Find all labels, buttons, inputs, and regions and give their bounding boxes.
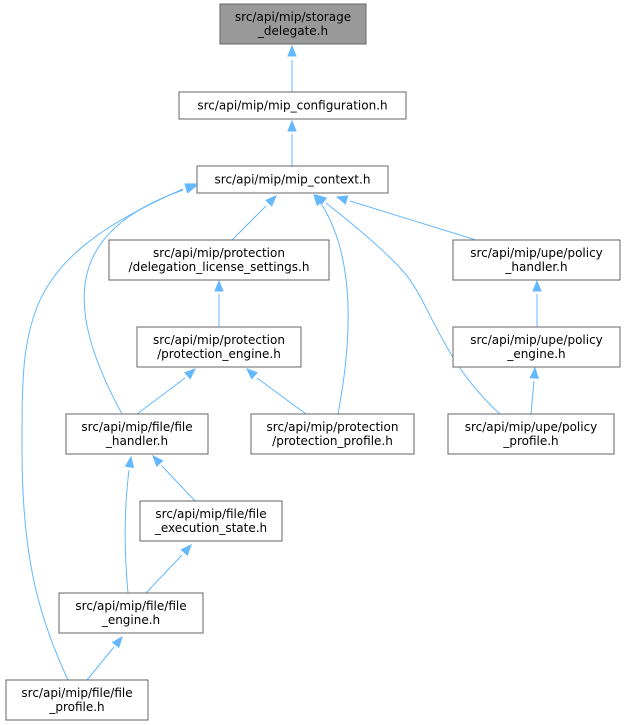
edge-upe-policy-engine-to-upe-policy-handler (532, 279, 542, 327)
edge-file-handler-to-protection-engine (136, 368, 197, 415)
edge-file-profile-to-file-engine (86, 635, 123, 681)
node-label-line: /delegation_license_settings.h (129, 260, 310, 274)
node-box (108, 239, 330, 281)
arrowhead (111, 635, 123, 649)
edge-line (145, 554, 183, 594)
arrowhead (314, 194, 328, 206)
arrowhead (245, 368, 258, 380)
edge-line (325, 202, 501, 415)
node-label-line: src/api/mip/upe/policy (470, 333, 603, 347)
node-box (452, 239, 621, 281)
node-label-line: src/api/mip/upe/policy (465, 420, 598, 434)
arrowhead (180, 543, 192, 556)
edge-file-engine-to-file-execution-state (145, 543, 192, 594)
node-label-line: _profile.h (502, 434, 558, 448)
edge-protection-engine-to-delegation-license-settings (214, 279, 224, 327)
node-label-line: _delegate.h (257, 24, 328, 38)
node-label-line: src/api/mip/file/file (81, 420, 192, 434)
node-label-line: _profile.h (48, 700, 104, 714)
node-box (58, 592, 204, 634)
node-protection-profile[interactable]: src/api/mip/protection/protection_profil… (250, 413, 415, 455)
node-label-line: src/api/mip/protection (153, 246, 285, 260)
node-storage-delegate[interactable]: src/api/mip/storage_delegate.h (219, 3, 367, 45)
edge-line (161, 465, 196, 502)
node-label-line: src/api/mip/file/file (21, 686, 132, 700)
edge-line (21, 188, 184, 681)
node-label-line: src/api/mip/mip_context.h (215, 173, 371, 187)
edge-mip-context-to-mip-configuration (287, 119, 297, 166)
edge-line (136, 377, 186, 415)
node-label-line: _handler.h (105, 434, 168, 448)
node-mip-configuration[interactable]: src/api/mip/mip_configuration.h (178, 91, 407, 120)
node-upe-policy-engine[interactable]: src/api/mip/upe/policy_engine.h (452, 326, 621, 368)
node-file-profile[interactable]: src/api/mip/file/file_profile.h (5, 679, 149, 721)
node-file-execution-state[interactable]: src/api/mip/file/file_execution_state.h (139, 500, 283, 542)
edge-protection-profile-to-mip-context (313, 193, 349, 415)
node-box (136, 326, 302, 368)
edge-file-profile-to-mip-context (21, 183, 198, 681)
node-label-line: src/api/mip/file/file (75, 599, 186, 613)
arrowhead (214, 279, 224, 292)
arrowhead (529, 366, 539, 379)
node-label-line: src/api/mip/protection (267, 420, 399, 434)
edge-line (124, 469, 130, 594)
node-box (250, 413, 415, 455)
edge-line (256, 377, 307, 415)
node-file-handler[interactable]: src/api/mip/file/file_handler.h (65, 413, 209, 455)
node-label-line: _engine.h (101, 613, 160, 627)
edge-protection-profile-to-protection-engine (245, 368, 307, 415)
node-label-line: src/api/mip/file/file (155, 507, 266, 521)
edge-delegation-license-settings-to-mip-context (231, 195, 277, 241)
edge-line (321, 204, 349, 415)
node-label-line: src/api/mip/protection (153, 333, 285, 347)
node-box (178, 91, 407, 120)
node-box (139, 500, 283, 542)
edge-line (86, 646, 115, 681)
edge-line (83, 189, 184, 415)
node-label-line: src/api/mip/upe/policy (470, 246, 603, 260)
node-box (5, 679, 149, 721)
arrowhead (287, 44, 297, 57)
edge-file-execution-state-to-file-handler (152, 454, 196, 502)
edge-upe-policy-handler-to-mip-context (335, 195, 477, 241)
node-label-line: /protection_engine.h (157, 347, 281, 361)
node-label-line: _handler.h (504, 260, 567, 274)
arrowhead (287, 119, 297, 132)
edge-upe-policy-profile-to-mip-context (314, 194, 501, 415)
node-box (452, 326, 621, 368)
node-mip-context[interactable]: src/api/mip/mip_context.h (196, 165, 389, 194)
node-label-line: src/api/mip/mip_configuration.h (197, 99, 387, 113)
arrowhead (152, 454, 164, 467)
node-file-engine[interactable]: src/api/mip/file/file_engine.h (58, 592, 204, 634)
node-label-line: _engine.h (506, 347, 565, 361)
edge-mip-configuration-to-storage-delegate (287, 44, 297, 92)
nodes-layer: src/api/mip/storage_delegate.hsrc/api/mi… (5, 3, 621, 721)
arrowhead (265, 195, 277, 207)
node-box (219, 3, 367, 45)
edge-line (349, 200, 477, 241)
node-upe-policy-profile[interactable]: src/api/mip/upe/policy_profile.h (447, 413, 615, 455)
node-label-line: src/api/mip/storage (235, 10, 351, 24)
node-upe-policy-handler[interactable]: src/api/mip/upe/policy_handler.h (452, 239, 621, 281)
edge-file-handler-to-mip-context (83, 184, 198, 415)
arrowhead (184, 183, 198, 193)
node-protection-engine[interactable]: src/api/mip/protection/protection_engine… (136, 326, 302, 368)
edges-layer (21, 44, 542, 681)
arrowhead (124, 455, 135, 469)
edge-line (231, 205, 267, 241)
node-label-line: /protection_profile.h (272, 434, 393, 448)
node-box (65, 413, 209, 455)
arrowhead (335, 195, 349, 205)
node-label-line: _execution_state.h (154, 521, 267, 535)
node-delegation-license-settings[interactable]: src/api/mip/protection/delegation_licens… (108, 239, 330, 281)
edge-line (530, 380, 535, 415)
node-box (447, 413, 615, 455)
edge-file-engine-to-file-handler (124, 455, 135, 594)
edge-upe-policy-profile-to-upe-policy-engine (529, 366, 539, 415)
arrowhead (184, 368, 197, 380)
arrowhead (532, 279, 542, 292)
node-box (196, 165, 389, 194)
